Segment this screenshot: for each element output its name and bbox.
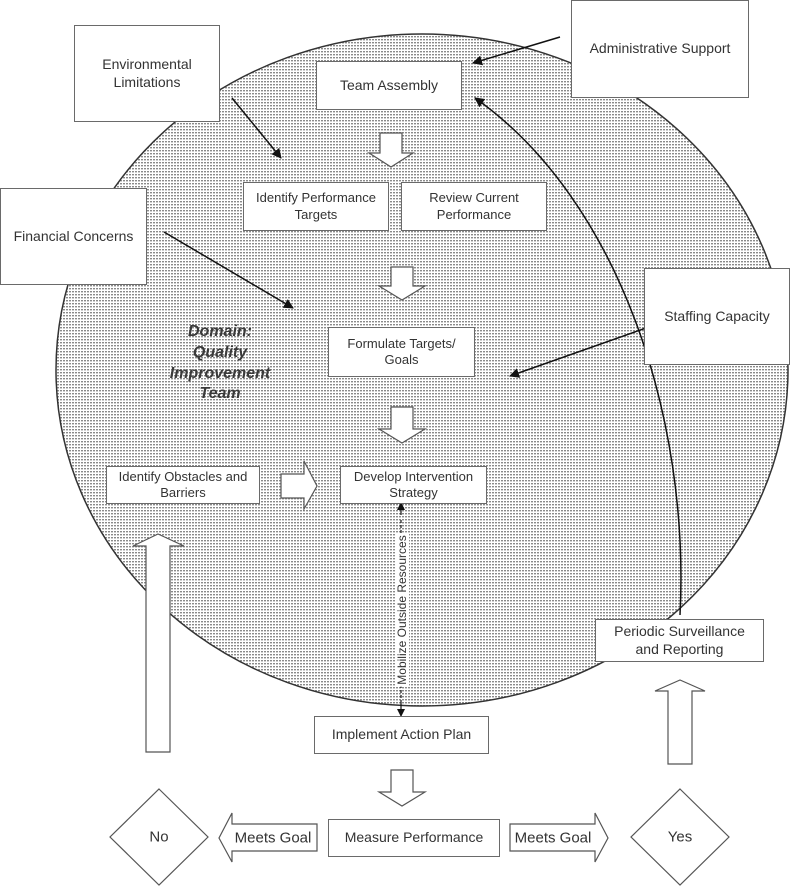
environmental-limitations-box: Environmental Limitations (74, 25, 220, 122)
review-current-performance-label: Review Current Performance (429, 190, 519, 222)
formulate-targets-goals-box: Formulate Targets/ Goals (328, 327, 475, 377)
block-arrow-down-2 (376, 266, 428, 301)
block-arrow-down-3 (376, 406, 428, 444)
team-assembly-label: Team Assembly (339, 76, 439, 93)
periodic-surveillance-label: Periodic Surveillance and Reporting (614, 623, 745, 657)
environmental-arrow (231, 97, 282, 159)
decision-yes-label: Yes (667, 828, 693, 846)
identify-obstacles-label: Identify Obstacles and Barriers (118, 468, 248, 500)
implement-action-plan-box: Implement Action Plan (314, 716, 489, 754)
develop-intervention-strategy-label: Develop Intervention Strategy (353, 468, 474, 500)
environmental-limitations-label: Environmental Limitations (102, 56, 192, 90)
block-arrow-up-left (132, 533, 185, 753)
decision-yes-diamond (630, 788, 730, 886)
staffing-arrow (509, 327, 647, 378)
meets-goal-right-arrow (509, 812, 609, 863)
administrative-arrow (472, 36, 561, 66)
mobilize-resources-label: Mobilize Outside Resources (395, 533, 409, 687)
meets-goal-left-label: Meets Goal (234, 829, 312, 847)
implement-action-plan-label: Implement Action Plan (331, 726, 472, 743)
administrative-support-box: Administrative Support (571, 0, 749, 98)
meets-goal-left-arrow (218, 812, 318, 863)
meets-goal-right-label: Meets Goal (514, 829, 592, 847)
identify-performance-targets-label: Identify Performance Targets (256, 190, 376, 222)
review-current-performance-box: Review Current Performance (401, 182, 547, 231)
formulate-targets-goals-label: Formulate Targets/ Goals (347, 335, 456, 367)
block-arrow-up-right (654, 679, 706, 765)
financial-concerns-box: Financial Concerns (0, 188, 147, 285)
identify-performance-targets-box: Identify Performance Targets (243, 182, 389, 231)
identify-obstacles-box: Identify Obstacles and Barriers (106, 466, 260, 504)
periodic-surveillance-box: Periodic Surveillance and Reporting (595, 619, 764, 662)
staffing-capacity-box: Staffing Capacity (644, 268, 790, 365)
decision-no-diamond (109, 788, 209, 886)
measure-performance-box: Measure Performance (328, 819, 500, 857)
block-arrow-down-1 (366, 132, 416, 168)
domain-label: Domain: Quality Improvement Team (169, 323, 271, 403)
block-arrow-right (280, 460, 318, 512)
develop-intervention-strategy-box: Develop Intervention Strategy (340, 466, 487, 504)
team-assembly-box: Team Assembly (316, 61, 462, 110)
staffing-capacity-label: Staffing Capacity (664, 307, 770, 324)
measure-performance-label: Measure Performance (344, 829, 484, 846)
financial-concerns-label: Financial Concerns (13, 227, 134, 244)
feedback-curve-arrow (474, 97, 682, 616)
decision-no-label: No (149, 828, 169, 846)
financial-arrow (163, 231, 294, 309)
administrative-support-label: Administrative Support (589, 40, 731, 57)
block-arrow-down-4 (376, 769, 428, 807)
